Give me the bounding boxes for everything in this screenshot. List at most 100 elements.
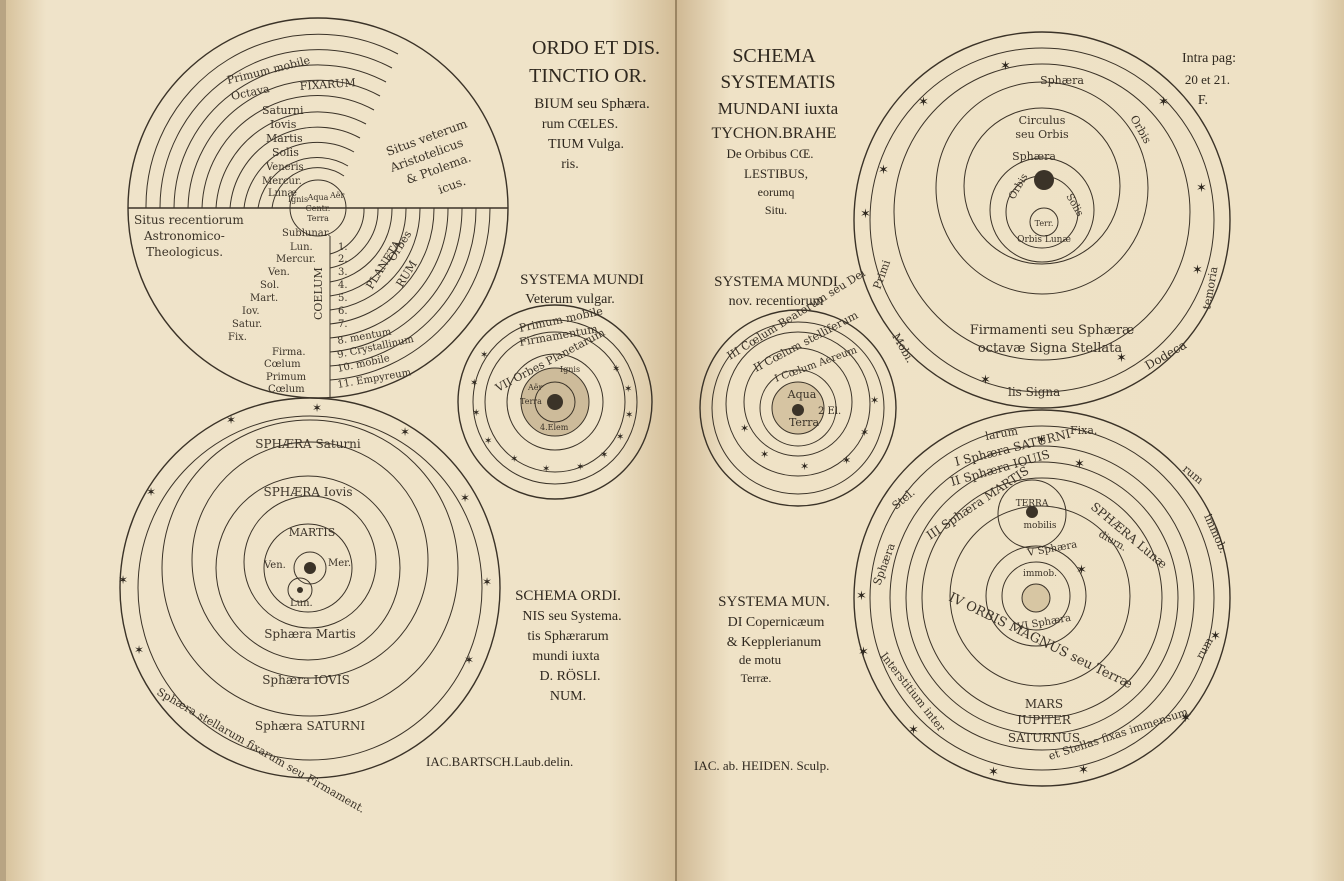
fig6-star-icon: ✶ [1036, 433, 1047, 448]
fig1-recentiorum-line1: Situs recentiorum [134, 213, 244, 227]
page-ref-letter: F. [1198, 93, 1208, 108]
fig2-terra: Terra [520, 397, 542, 406]
fig1-lower-sol: Sol. [260, 280, 279, 291]
fig1-num-2: 2. [338, 254, 348, 265]
left-title-line2: TINCTIO OR. [529, 65, 647, 87]
fig2-star-icon: ✶ [510, 454, 518, 465]
fig6-mars: MARS [1025, 697, 1063, 711]
fig6-star-icon: ✶ [1074, 457, 1085, 472]
fig1-lower-coelum2: Cœlum [268, 384, 305, 395]
fig2-star-icon: ✶ [484, 436, 492, 447]
systema-copernic-line4: de motu [739, 652, 782, 667]
fig4-star-icon: ✶ [760, 448, 769, 461]
fig2-star-icon: ✶ [480, 350, 488, 361]
fig6-terra: TERRA [1016, 499, 1049, 509]
fig4-aqua: Aqua [787, 388, 817, 401]
right-systema-copernic: SYSTEMA MUN. DI Copernicæum & Kepplerian… [718, 594, 830, 685]
fig6-star-icon: ✶ [856, 589, 867, 604]
right-title-line7: eorumq [758, 185, 795, 199]
fig5-sphaera-top: Sphæra [1040, 74, 1084, 87]
fig6-larum: larum [984, 424, 1019, 443]
schema-ordinis-line3: tis Sphærarum [527, 629, 608, 644]
fig2-star-icon: ✶ [470, 378, 478, 389]
fig1-label-iovis: Iovis [270, 118, 297, 131]
right-title-line4: TYCHON.BRAHE [712, 125, 837, 142]
fig5-star-icon: ✶ [1116, 351, 1127, 366]
fig4-2el: 2 El. [818, 406, 841, 417]
fig2-star-icon: ✶ [472, 408, 480, 419]
fig1-label-veneris: Veneris [265, 162, 304, 173]
fig1-lower-primum: Primum [266, 372, 307, 383]
fig4-star-icon: ✶ [800, 460, 809, 473]
fig3-sphaera-iovis: Sphæra IOVIS [262, 673, 350, 687]
right-title-line1: SCHEMA [732, 45, 816, 67]
fig1-center-centr: Centr. [306, 204, 331, 213]
right-systema-novum: SYSTEMA MUNDI nov. recentiorum [714, 274, 838, 309]
schema-ordinis-line1: SCHEMA ORDI. [515, 588, 621, 604]
fig2-4elem: 4.Elem [540, 423, 569, 432]
systema-novum-line2: nov. recentiorum [729, 294, 824, 309]
fig3-star-icon: ✶ [312, 401, 322, 415]
fig1-label-aer: Aër [329, 191, 345, 200]
systema-vulgar-line1: SYSTEMA MUNDI [520, 272, 644, 288]
fig1-lower-fix: Fix. [228, 332, 247, 343]
fig1-label-lunae: Lunæ [268, 188, 297, 199]
fig3-star-icon: ✶ [460, 491, 470, 505]
fig4-terra: Terra [789, 416, 820, 429]
systema-copernic-line2: DI Copernicæum [728, 615, 825, 630]
right-title-line2: SYSTEMATIS [720, 72, 835, 93]
fig6-star-icon: ✶ [1210, 629, 1221, 644]
fig5-circulus: Circulus [1019, 114, 1066, 127]
systema-copernic-line5: Terræ. [741, 671, 772, 685]
fig5-sphaera-mid: Sphæra [1012, 150, 1056, 163]
left-title-line5: TIUM Vulga. [548, 137, 624, 152]
fig3-mer: Mer. [328, 558, 351, 569]
fig6-mobilis: mobilis [1024, 521, 1057, 531]
fig1-num-6: 6. [338, 306, 348, 317]
right-credit: IAC. ab. HEIDEN. Sculp. [694, 758, 829, 773]
fig5-orbis-lunae: Orbis Lunæ [1017, 235, 1071, 245]
fig2-star-icon: ✶ [612, 364, 620, 375]
fig3-star-icon: ✶ [226, 413, 236, 427]
fig5-terr: Terr. [1035, 219, 1054, 228]
fig1-lower-firma: Firma. [272, 347, 306, 358]
fig1-label-ignis: Ignis [288, 195, 308, 204]
fig1-center-terra: Terra [307, 214, 329, 223]
fig2-star-icon: ✶ [624, 384, 632, 395]
schema-ordinis-line5: D. RÖSLI. [539, 667, 600, 684]
systema-copernic-line1: SYSTEMA MUN. [718, 594, 830, 610]
fig5-star-icon: ✶ [980, 373, 991, 388]
fig6-star-icon: ✶ [1076, 563, 1087, 578]
fig3-star-icon: ✶ [134, 643, 144, 657]
fig2-star-icon: ✶ [600, 450, 608, 461]
fig3-star-icon: ✶ [464, 653, 474, 667]
left-title-block: ORDO ET DIS. TINCTIO OR. BIUM seu Sphæra… [529, 37, 660, 172]
fig2-star-icon: ✶ [576, 462, 584, 473]
fig6-immob-inner: immob. [1023, 569, 1057, 579]
fig1-recentiorum-line3: Theologicus. [146, 245, 223, 259]
left-schema-ordinis: SCHEMA ORDI. NIS seu Systema. tis Sphæra… [515, 588, 622, 704]
fig1-num-7: 7. [338, 319, 348, 330]
fig3-ven: Ven. [263, 560, 286, 571]
fig5-star-icon: ✶ [860, 207, 871, 222]
left-systema-vulgar: SYSTEMA MUNDI Veterum vulgar. [520, 272, 644, 307]
fig3-sphaera-saturni: Sphæra SATURNI [255, 719, 365, 733]
fig3-sphaera-iovis-top: SPHÆRA Iovis [263, 485, 352, 499]
fig4-star-icon: ✶ [870, 394, 879, 407]
fig2-star-icon: ✶ [625, 410, 633, 421]
fig1-lower-iov: Iov. [242, 306, 260, 317]
left-title-line1: ORDO ET DIS. [532, 37, 660, 59]
fig1-num-1: 1. [338, 242, 348, 253]
fig3-martis: MARTIS [289, 526, 336, 539]
right-title-line5: De Orbibus CŒ. [726, 146, 813, 161]
left-page [6, 0, 676, 881]
fig6-star-icon: ✶ [1078, 763, 1089, 778]
fig5-firmamenti: Firmamenti seu Sphæræ [970, 323, 1135, 338]
fig2-star-icon: ✶ [542, 464, 550, 475]
right-title-line8: Situ. [765, 203, 787, 217]
fig1-label-solis: Solis [272, 146, 299, 159]
fig2-aer: Aër [527, 383, 543, 392]
fig3-star-icon: ✶ [146, 485, 156, 499]
